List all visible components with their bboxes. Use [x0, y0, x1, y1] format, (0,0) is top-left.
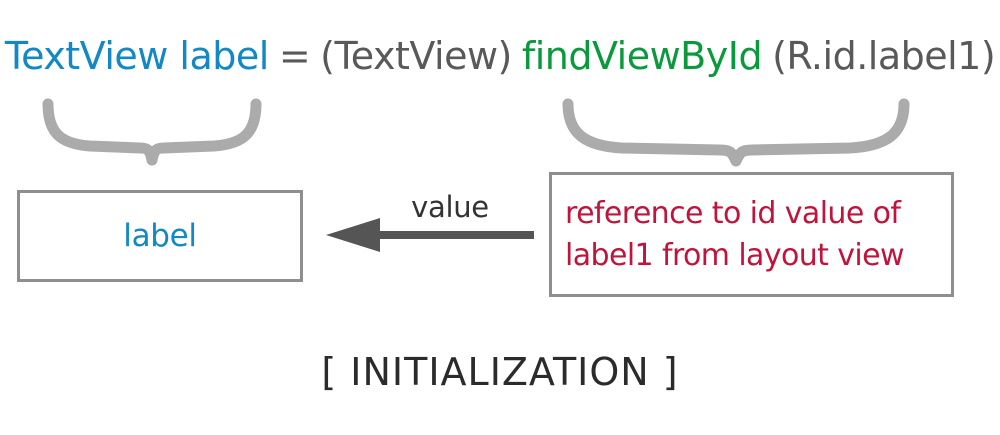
reference-line-2: label1 from layout view	[565, 237, 905, 273]
code-token-equals: =	[278, 34, 311, 78]
value-arrow-icon	[322, 216, 542, 256]
code-expression-line: TextView label=(TextView)findViewById(R.…	[0, 30, 1000, 82]
code-token-argument: (R.id.label1)	[772, 34, 996, 78]
diagram-caption: [ INITIALIZATION ]	[321, 350, 679, 394]
reference-description-text: reference to id value of label1 from lay…	[565, 193, 941, 277]
label-variable-text: label	[123, 218, 197, 254]
code-token-declaration: TextView label	[4, 34, 270, 78]
label-variable-box: label	[17, 190, 303, 282]
left-brace	[40, 98, 264, 166]
code-token-method: findViewById	[521, 34, 763, 78]
reference-line-1: reference to id value of	[565, 195, 901, 231]
reference-description-box: reference to id value of label1 from lay…	[549, 172, 954, 297]
code-token-cast: (TextView)	[320, 34, 512, 78]
arrow-label-value: value	[411, 190, 489, 224]
right-brace	[560, 98, 912, 167]
